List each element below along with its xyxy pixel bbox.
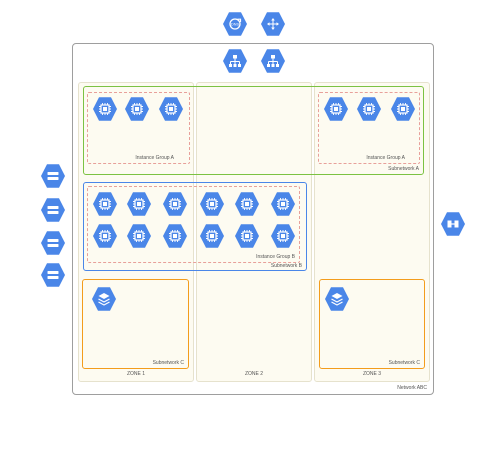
instance-group-a-label: Instance Group A (135, 155, 174, 161)
compute-instance-icon (270, 191, 296, 217)
compute-instance-icon (162, 191, 188, 217)
subnetwork-c-zone3: Subnetwork C (319, 279, 425, 369)
layered-storage-icon (91, 286, 117, 312)
server-icon (40, 262, 66, 288)
cloud-dns-icon: DNS (222, 11, 248, 37)
compute-instance-icon (234, 191, 260, 217)
zone-3-label: ZONE 3 (362, 371, 382, 377)
compute-instance-icon (126, 223, 152, 249)
server-icon (40, 230, 66, 256)
compute-instance-icon (92, 191, 118, 217)
compute-instance-icon (158, 96, 184, 122)
svg-text:DNS: DNS (231, 23, 239, 27)
instance-group-b-label: Instance Group B (256, 254, 295, 260)
subnetwork-b: Subnetwork B (83, 182, 307, 271)
subnetwork-c-label: Subnetwork C (388, 360, 420, 366)
instance-group-b: Instance Group B (87, 186, 300, 263)
subnetwork-c-zone1: Subnetwork C (82, 279, 189, 369)
compute-instance-icon (92, 223, 118, 249)
instance-group-a-label: Instance Group A (366, 155, 405, 161)
instance-group-a-zone1: Instance Group A (87, 92, 190, 164)
compute-instance-icon (124, 96, 150, 122)
network-abc: Network ABC (72, 43, 434, 395)
zone-2-label: ZONE 2 (244, 371, 264, 377)
compute-instance-icon (323, 96, 349, 122)
subnetwork-a: Subnetwork A (83, 86, 424, 175)
zone-1-label: ZONE 1 (126, 371, 146, 377)
zone-3: ZONE 3 (314, 82, 430, 382)
instance-group-a-zone3: Instance Group A (318, 92, 420, 164)
compute-instance-icon (199, 191, 225, 217)
server-icon (40, 163, 66, 189)
compute-instance-icon (390, 96, 416, 122)
subnetwork-b-label: Subnetwork B (270, 263, 302, 269)
compute-instance-icon (162, 223, 188, 249)
compute-instance-icon (199, 223, 225, 249)
compute-instance-icon (356, 96, 382, 122)
layered-storage-icon (324, 286, 350, 312)
compute-instance-icon (270, 223, 296, 249)
compute-instance-icon (234, 223, 260, 249)
subnetwork-c-label: Subnetwork C (152, 360, 184, 366)
subnetwork-a-label: Subnetwork A (388, 166, 419, 172)
vpn-gateway-icon (440, 211, 466, 237)
cloud-router-icon (260, 11, 286, 37)
compute-instance-icon (92, 96, 118, 122)
load-balancer-icon (260, 48, 286, 74)
compute-instance-icon (126, 191, 152, 217)
network-label: Network ABC (397, 385, 427, 391)
server-icon (40, 197, 66, 223)
load-balancer-icon (222, 48, 248, 74)
